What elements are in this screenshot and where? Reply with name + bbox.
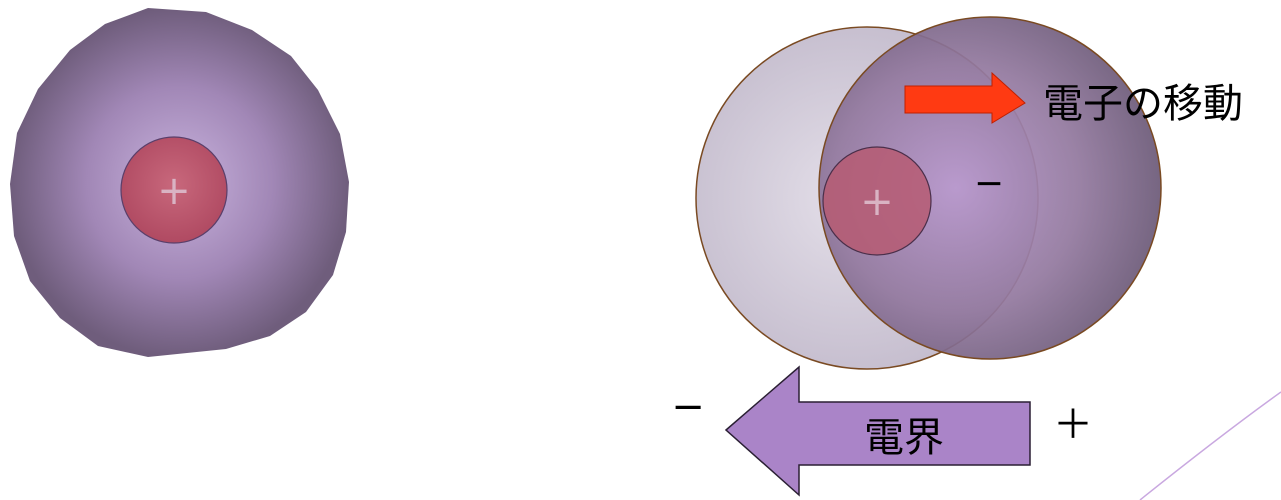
electron-cloud-minus-sign: − (974, 163, 1004, 204)
electron-motion-label: 電子の移動 (1043, 81, 1243, 127)
electric-field: 電界 − ＋ (671, 365, 1093, 497)
right-nucleus (822, 146, 932, 256)
left-nucleus (120, 136, 228, 244)
electron-motion-arrow (904, 71, 1026, 124)
left-atom: + (10, 8, 349, 357)
field-minus-sign: − (671, 384, 705, 430)
left-nucleus-plus-sign: + (157, 168, 191, 214)
right-nucleus-plus-sign: + (860, 179, 894, 225)
field-plus-sign: ＋ (1053, 402, 1093, 448)
motion-arrow-icon (904, 71, 1026, 124)
decorative-line (1139, 391, 1281, 500)
field-arrow-label: 電界 (864, 415, 944, 461)
field-arrow-icon (724, 365, 1031, 497)
right-atom: + − 電子の移動 (695, 16, 1243, 370)
